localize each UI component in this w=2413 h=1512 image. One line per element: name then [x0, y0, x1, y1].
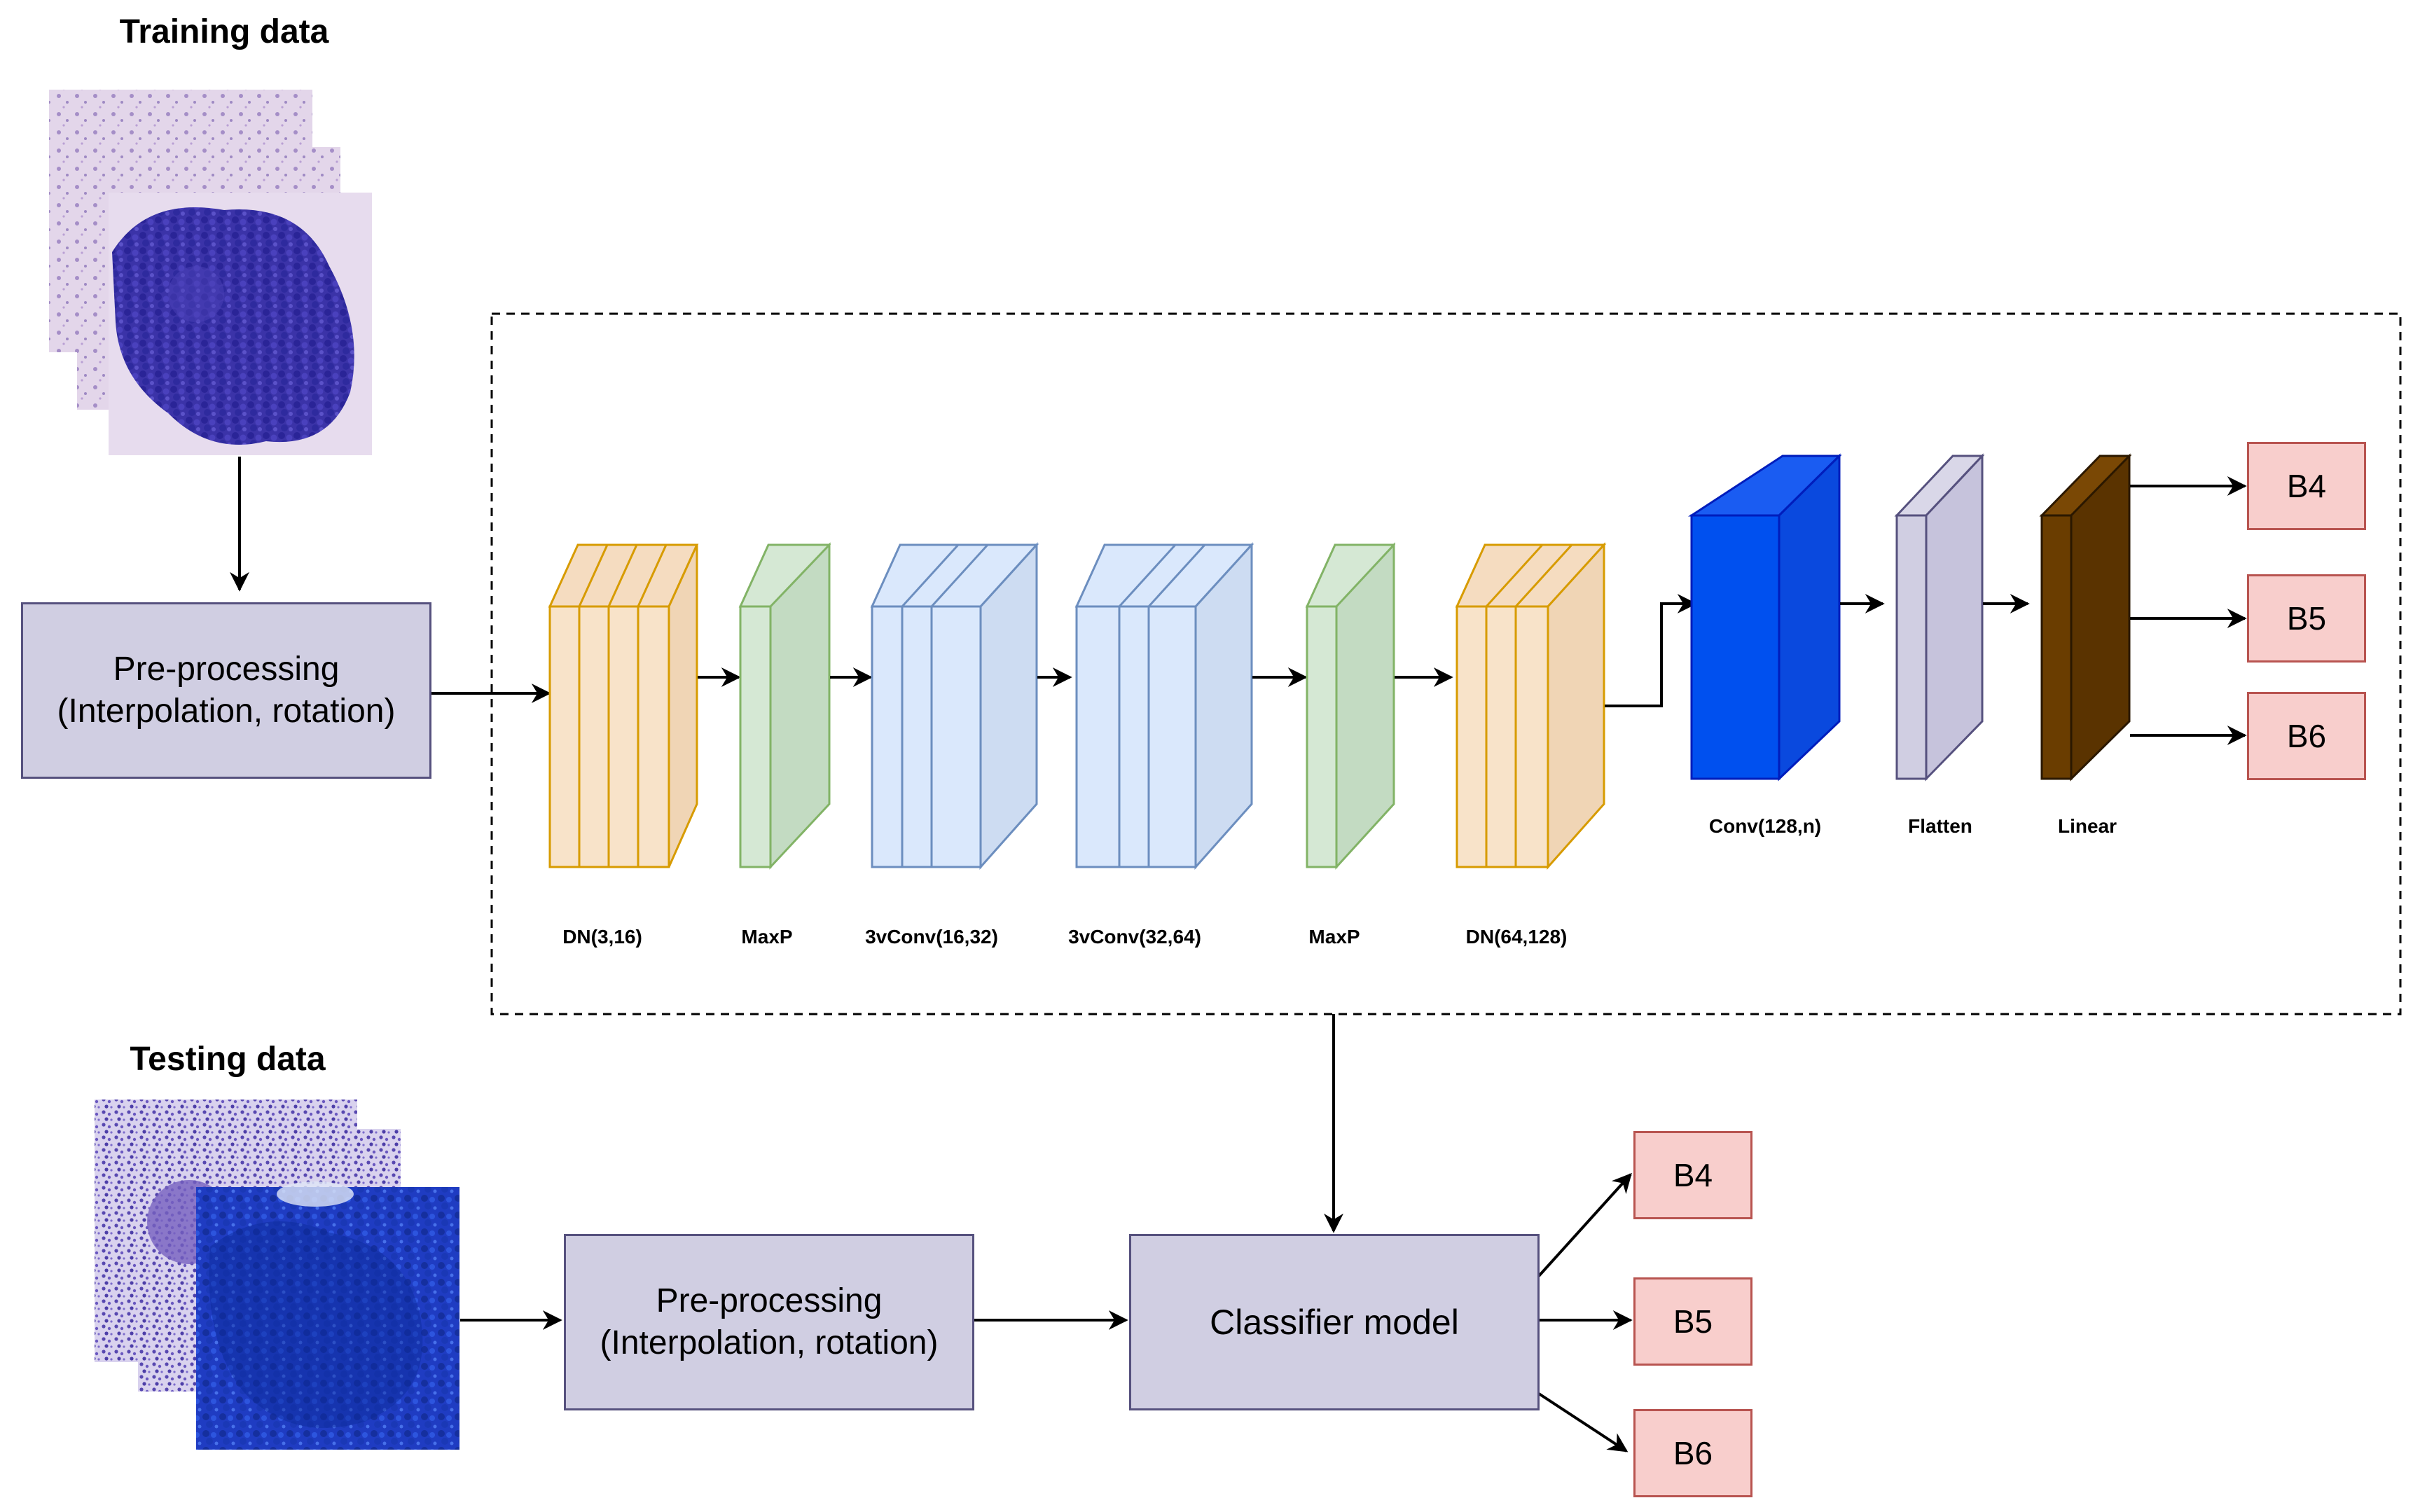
layer-label-3: 3vConv(16,32): [865, 926, 998, 948]
layer-label-2: MaxP: [741, 926, 793, 948]
testing-output-b5: B5: [1633, 1277, 1752, 1366]
layer-3vconv-32-64: [1074, 542, 1254, 870]
arrow-classifier-b4: [1537, 1172, 1632, 1277]
layer-label-1: DN(3,16): [562, 926, 642, 948]
layer-label-8: Flatten: [1908, 815, 1972, 837]
layer-label-6: DN(64,128): [1465, 926, 1568, 948]
layer-linear: [2039, 453, 2132, 782]
testing-image-stack: [95, 1100, 459, 1450]
testing-data-title: Testing data: [130, 1041, 326, 1078]
training-preprocess-line2: (Interpolation, rotation): [57, 693, 396, 730]
training-preprocess-line1: Pre-processing: [113, 651, 340, 688]
layer-dn-64-128: [1455, 542, 1607, 870]
training-cell-cluster: [112, 207, 354, 445]
testing-output-b6: B6: [1633, 1409, 1752, 1497]
training-preprocess-box: Pre-processing (Interpolation, rotation): [21, 602, 431, 779]
testing-preprocess-line2: (Interpolation, rotation): [600, 1324, 939, 1361]
layer-label-7: Conv(128,n): [1708, 815, 1822, 837]
network-output-b4: B4: [2247, 442, 2366, 530]
layer-label-4: 3vConv(32,64): [1068, 926, 1201, 948]
arrow-l6-l7: [1605, 594, 1697, 707]
layer-label-5: MaxP: [1308, 926, 1360, 948]
training-data-title: Training data: [119, 13, 329, 50]
testing-image-front: [196, 1187, 459, 1450]
network-output-b5: B5: [2247, 574, 2366, 663]
layer-3vconv-16-32: [870, 542, 1039, 870]
layer-flatten: [1894, 453, 1985, 782]
testing-preprocess-box: Pre-processing (Interpolation, rotation): [564, 1234, 974, 1410]
arrow-classifier-b6: [1537, 1392, 1629, 1452]
training-image-stack: [49, 90, 372, 455]
testing-output-b4: B4: [1633, 1131, 1752, 1219]
layer-conv-128-n: [1687, 453, 1842, 782]
layer-maxp-2: [1305, 542, 1396, 870]
classifier-model-box: Classifier model: [1129, 1234, 1540, 1410]
network-frame: [490, 312, 2402, 1015]
layer-dn-3-16: [548, 543, 699, 868]
layer-maxp-1: [738, 542, 831, 870]
network-output-b6: B6: [2247, 692, 2366, 780]
testing-preprocess-line1: Pre-processing: [656, 1282, 883, 1319]
layer-label-9: Linear: [2057, 815, 2117, 837]
